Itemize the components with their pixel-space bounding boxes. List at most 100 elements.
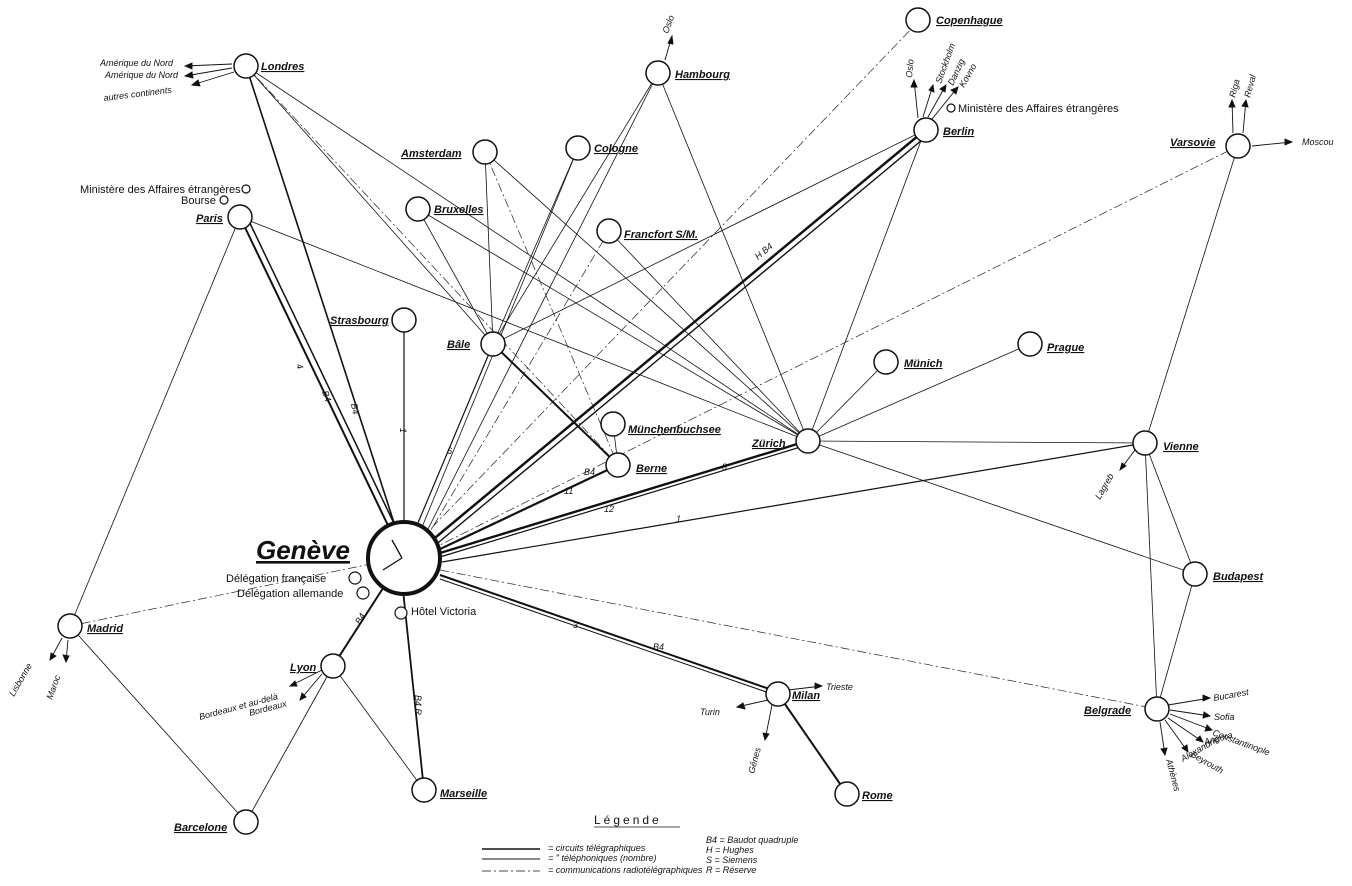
svg-text:Athènes: Athènes [1164,757,1183,793]
svg-text:Sofia: Sofia [1214,712,1235,722]
node-berlin [913,117,939,143]
node-berne [605,452,631,478]
node-zurich [795,428,821,454]
link-londres-zurich [245,65,809,442]
radio-amsterdam-berne [484,151,619,466]
link-geneve-milan-a [439,574,779,693]
svg-text:B4: B4 [653,642,664,652]
link-geneve-paris-a [239,216,396,541]
link-varsovie-vienne [1144,145,1239,444]
legend-b4: B4 = Baudot quadruple [706,835,798,845]
svg-text:Ministère des Affaires étrangè: Ministère des Affaires étrangères [958,103,1119,115]
link-zurich-berlin [807,129,926,442]
link-zurich-francfort [608,230,809,442]
outbound-labels: Amérique du Nord Amérique du Nord autres… [7,14,1333,793]
link-zurich-vienne [807,440,1146,444]
link-bale-berlin [492,129,926,345]
svg-text:Riga: Riga [1227,78,1241,98]
label-bale: Bâle [447,339,470,351]
label-munich: Münich [904,358,943,370]
label-cologne: Cologne [594,143,638,155]
link-geneve-paris-b [245,214,402,539]
node-strasbourg [391,307,417,333]
label-francfort: Francfort S/M. [624,229,698,241]
link-geneve-hambourg [424,72,659,536]
label-rome: Rome [862,790,893,802]
svg-text:B4: B4 [353,611,367,626]
link-geneve-lyon [332,584,386,667]
label-milan: Milan [792,690,820,702]
link-geneve-berlin-b [432,134,929,548]
svg-text:B4 R: B4 R [413,695,423,716]
radio-links [69,21,1239,823]
label-prague: Prague [1047,342,1084,354]
link-geneve-zurich-a [439,439,808,555]
node-lyon [320,653,346,679]
hub-title: Genève [256,535,350,565]
link-londres-bale [245,65,494,345]
label-amsterdam: Amsterdam [400,148,462,160]
svg-text:Trieste: Trieste [826,682,853,692]
node-budapest [1182,561,1208,587]
label-varsovie: Varsovie [1170,137,1215,149]
svg-text:1: 1 [676,514,681,524]
svg-text:Moscou: Moscou [1302,137,1334,147]
node-londres [233,53,259,79]
link-geneve-berlin-a [429,129,926,543]
node-geneve [366,520,442,596]
node-prague [1017,331,1043,357]
svg-text:1: 1 [398,428,408,433]
link-zurich-amsterdam [484,151,809,442]
label-hambourg: Hambourg [675,69,730,81]
svg-text:Oslo: Oslo [660,14,676,35]
node-belgrade [1144,696,1170,722]
link-bale-cologne [492,147,579,345]
svg-text:4: 4 [294,362,305,370]
radio-londres-berne [245,65,619,466]
svg-text:autres continents: autres continents [103,85,173,103]
link-paris-madrid [69,216,241,627]
node-vienne [1132,430,1158,456]
label-copenhague: Copenhague [936,15,1003,27]
legend-title: Légende [594,813,662,827]
label-paris: Paris [196,213,223,225]
svg-text:B4: B4 [320,389,333,403]
label-madrid: Madrid [87,623,123,635]
link-vienne-budapest [1144,442,1196,575]
node-hotel-victoria [394,606,408,620]
node-hambourg [645,60,671,86]
label-londres: Londres [261,61,304,73]
link-milan-rome [777,693,848,795]
legend: Légende = circuits télégraphiques = " té… [482,813,798,875]
label-berne: Berne [636,463,667,475]
link-bale-amsterdam [484,151,494,345]
svg-text:Gênes: Gênes [746,746,763,775]
svg-text:3: 3 [573,620,578,630]
link-zurich-budapest [807,440,1196,575]
svg-text:B4: B4 [584,467,595,477]
node-delegation-allemande [356,586,370,600]
city-nodes [57,7,1251,835]
node-marseille [411,777,437,803]
legend-telegraph-text: = circuits télégraphiques [548,843,646,853]
label-delegation-allemande: Délégation allemande [237,588,343,600]
node-ministere-berlin [946,103,956,113]
legend-telephone-text: = " téléphoniques (nombre) [548,853,657,863]
link-madrid-barcelone [69,625,247,823]
label-marseille: Marseille [440,788,487,800]
label-strasbourg: Strasbourg [330,315,389,327]
node-francfort [596,218,622,244]
link-geneve-marseille [402,589,425,791]
link-geneve-milan-b [439,578,779,697]
svg-text:Reval: Reval [1242,73,1258,99]
outbound-arrows [49,34,1294,757]
label-hotel-victoria: Hôtel Victoria [411,606,477,618]
radio-geneve-varsovie [429,145,1239,551]
link-budapest-belgrade [1156,573,1196,710]
svg-text:12: 12 [604,504,614,514]
svg-text:11: 11 [564,486,573,496]
link-zurich-bruxelles [417,208,809,442]
legend-s: S = Siemens [706,855,758,865]
svg-text:Bucarest: Bucarest [1213,687,1250,703]
